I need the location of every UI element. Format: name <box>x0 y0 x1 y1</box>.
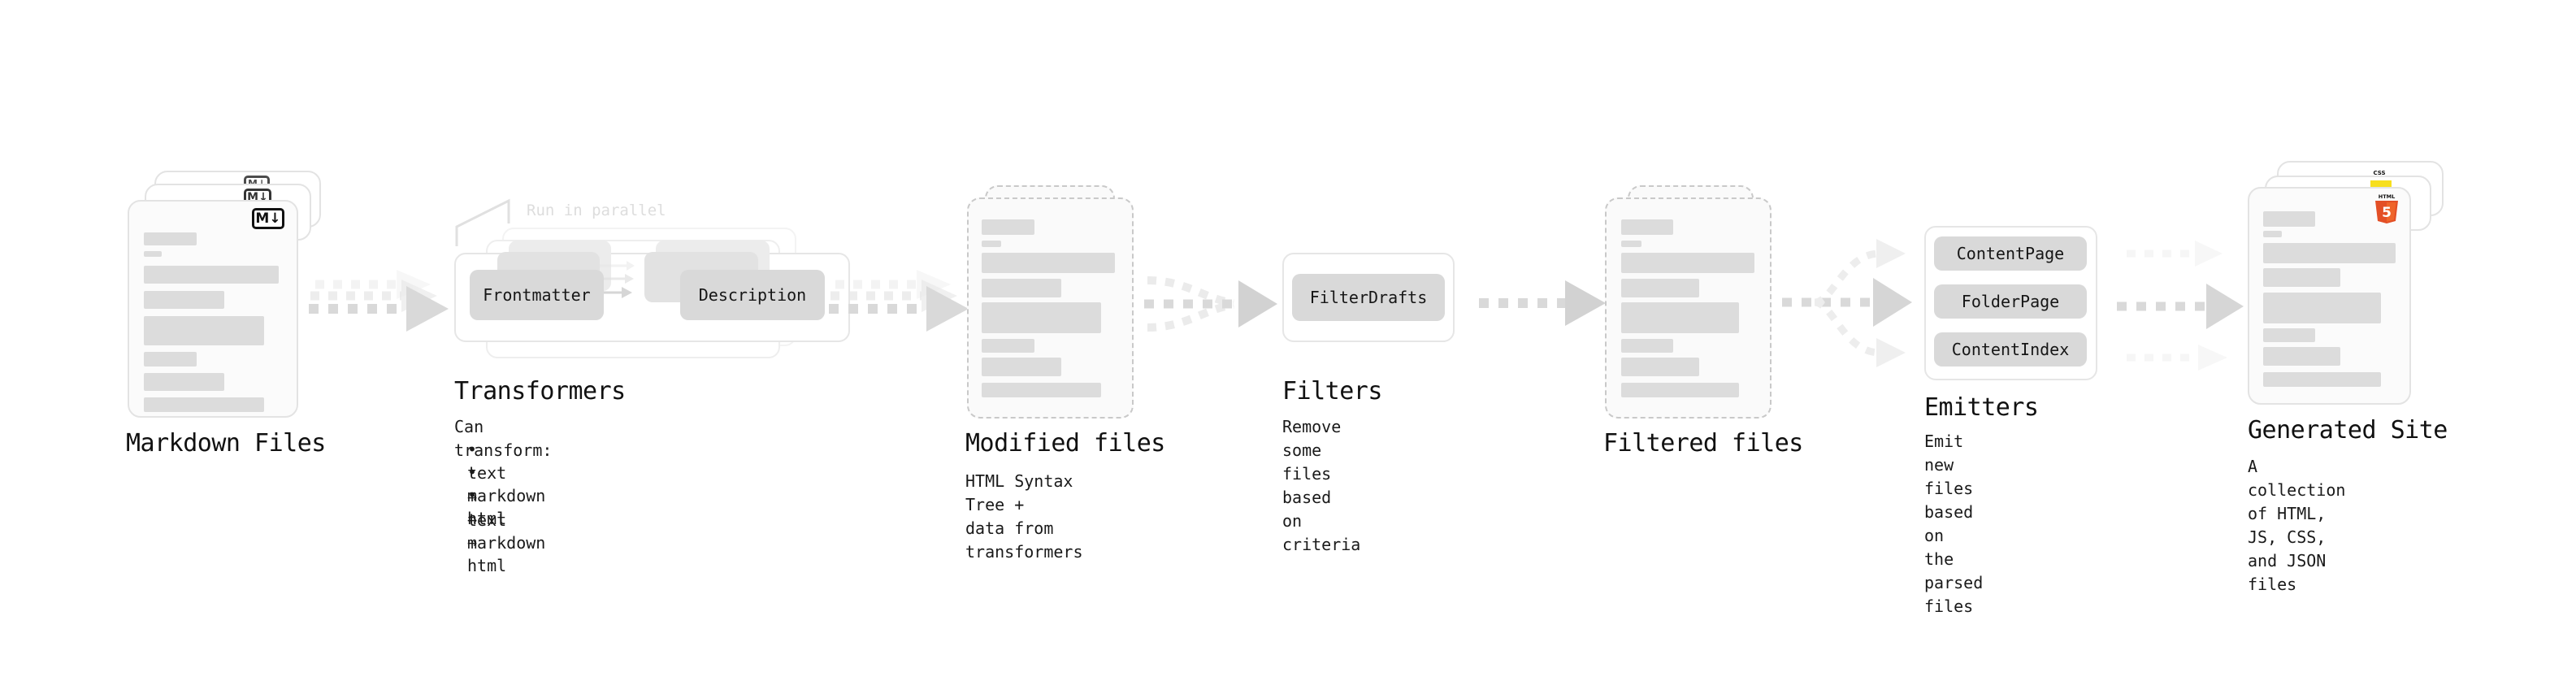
skeleton-line <box>2263 293 2381 323</box>
transformers-bullet-2: • markdown → markdown <box>467 462 546 553</box>
markdown-icon: M↓ <box>252 208 284 229</box>
arrow-transformers-to-modified-files <box>829 270 969 332</box>
skeleton-line <box>2263 243 2396 263</box>
skeleton-line <box>2263 231 2282 237</box>
arrow-filters-to-filtered-files <box>1479 280 1606 326</box>
skeleton-line <box>1621 219 1673 235</box>
skeleton-line <box>144 373 224 391</box>
skeleton-line <box>144 291 224 309</box>
skeleton-line <box>1621 339 1673 353</box>
run-in-parallel-label: Run in parallel <box>527 202 666 219</box>
arrow-filtered-files-to-emitters-diverging <box>1782 239 1912 367</box>
stage-subtitle-transformers: Can transform: <box>454 417 553 460</box>
skeleton-line <box>982 302 1101 333</box>
arrow-modified-files-to-filters-converging <box>1144 276 1277 332</box>
skeleton-line <box>982 241 1001 247</box>
skeleton-line <box>1621 358 1699 376</box>
emitter-chip-contentindex[interactable]: ContentIndex <box>1934 332 2087 367</box>
stage-subtitle-emitters: Emit new files based on the parsed files <box>1924 432 1984 616</box>
html5-icon: HTML 5 <box>2375 193 2398 223</box>
skeleton-line <box>1621 253 1754 273</box>
stage-title-generated-site: Generated Site <box>2248 416 2448 445</box>
skeleton-line <box>982 279 1061 297</box>
skeleton-line <box>982 253 1115 273</box>
skeleton-line <box>982 358 1061 376</box>
skeleton-line <box>144 352 197 367</box>
emitter-chip-contentpage[interactable]: ContentPage <box>1934 236 2087 271</box>
emitter-chip-folderpage[interactable]: FolderPage <box>1934 284 2087 319</box>
skeleton-line <box>144 232 197 245</box>
skeleton-line <box>2263 328 2315 342</box>
stage-title-filters: Filters <box>1282 377 1382 406</box>
stage-subtitle-modified-files: HTML Syntax Tree + data from transformer… <box>965 471 1083 562</box>
stage-subtitle-filters: Remove some files based on criteria <box>1282 417 1361 554</box>
svg-text:CSS: CSS <box>2373 170 2385 176</box>
arrow-emitters-to-generated-site <box>2117 241 2244 371</box>
svg-text:5: 5 <box>2382 205 2392 221</box>
transformers-bullet-1: • text → text <box>467 440 507 530</box>
transformer-chip-description[interactable]: Description <box>680 270 825 320</box>
skeleton-line <box>1621 383 1739 397</box>
transformers-bullet-3: • html → html <box>467 485 507 575</box>
stage-subtitle-generated-site: A collection of HTML, JS, CSS, and JSON … <box>2248 457 2346 594</box>
skeleton-line <box>982 339 1034 353</box>
skeleton-line <box>2263 372 2381 387</box>
stage-title-markdown-files: Markdown Files <box>126 429 326 458</box>
filter-chip-filterdrafts[interactable]: FilterDrafts <box>1292 274 1445 321</box>
skeleton-line <box>982 219 1034 235</box>
skeleton-line <box>144 397 264 412</box>
skeleton-line <box>144 266 279 284</box>
transformer-chip-frontmatter[interactable]: Frontmatter <box>470 270 604 320</box>
stage-title-filtered-files: Filtered files <box>1603 429 1803 458</box>
skeleton-line <box>1621 302 1739 333</box>
stage-title-transformers: Transformers <box>454 377 626 406</box>
skeleton-line <box>144 251 162 257</box>
run-in-parallel-bracket <box>455 198 510 246</box>
skeleton-line <box>2263 211 2315 227</box>
stage-title-modified-files: Modified files <box>965 429 1165 458</box>
svg-text:HTML: HTML <box>2379 193 2395 200</box>
skeleton-line <box>2263 347 2340 366</box>
skeleton-line <box>1621 279 1699 297</box>
skeleton-line <box>1621 241 1641 247</box>
skeleton-line <box>982 383 1101 397</box>
stage-title-emitters: Emitters <box>1924 393 2039 422</box>
skeleton-line <box>2263 268 2340 287</box>
skeleton-line <box>144 316 264 345</box>
arrow-markdown-to-transformers <box>309 270 449 332</box>
